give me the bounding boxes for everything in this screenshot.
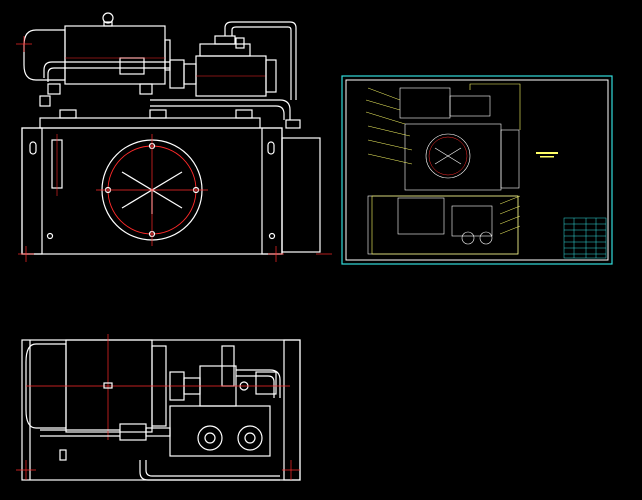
sheet-mini-front-view: [399, 83, 521, 191]
electric-motor: [23, 12, 171, 95]
front-view-centerlines: [16, 36, 332, 262]
plan-valve-block: [40, 405, 280, 481]
top-plan-view: [16, 334, 301, 481]
plan-view-centerlines: [16, 385, 300, 480]
hydraulic-piping: [39, 21, 301, 129]
tank-cover-plate: [39, 109, 261, 129]
plan-pump: [169, 345, 281, 407]
title-block: [563, 217, 607, 259]
technical-requirements-note: [536, 152, 558, 158]
coupling-and-pump: [169, 35, 277, 97]
sheet-mini-plan-view: [367, 195, 519, 255]
sheet-layout-preview[interactable]: [341, 75, 613, 265]
plan-motor: [25, 334, 170, 440]
oil-tank: [21, 127, 321, 255]
front-elevation-view: [16, 12, 332, 262]
sheet-inner-frame: [345, 79, 609, 261]
lifting-eye-icon: [102, 12, 114, 24]
sheet-outer-frame: [341, 75, 613, 265]
sheet-leader-lines: [365, 87, 521, 235]
